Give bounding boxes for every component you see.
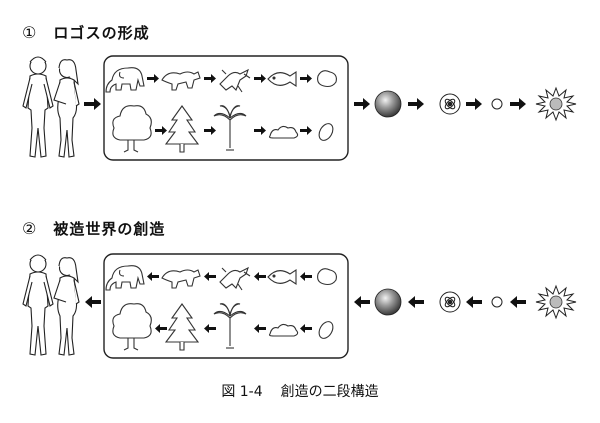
broadleaf-tree-icon — [112, 303, 152, 351]
broadleaf-tree-icon — [112, 105, 152, 153]
section1-number: ① — [22, 23, 38, 42]
arrow-right-icon — [510, 98, 526, 110]
palm-tree-icon — [213, 105, 247, 151]
arrow-right-icon — [254, 126, 266, 135]
arrow-right-icon — [466, 98, 482, 110]
human-couple-icon — [22, 254, 80, 356]
arrow-left-icon — [85, 296, 101, 308]
row1 — [22, 55, 577, 161]
arrow-right-icon — [300, 126, 312, 135]
arrow-left-icon — [510, 296, 526, 308]
arrow-left-icon — [147, 272, 159, 281]
arrow-left-icon — [408, 296, 424, 308]
lizard-icon — [219, 266, 251, 291]
atom-icon — [439, 93, 461, 115]
big-bang-icon — [535, 86, 577, 122]
arrow-left-icon — [204, 324, 216, 333]
atom-icon — [439, 291, 461, 313]
palm-tree-icon — [213, 303, 247, 349]
section2-title: 被造世界の創造 — [53, 220, 166, 238]
figure-caption: 図 1-4 創造の二段構造 — [0, 381, 600, 401]
creatures-box — [103, 55, 349, 161]
particle-icon — [491, 296, 503, 308]
figure-number: 図 1-4 — [221, 384, 263, 400]
arrow-left-icon — [300, 272, 312, 281]
section2-number: ② — [22, 219, 38, 238]
arrow-left-icon — [254, 272, 266, 281]
arrow-right-icon — [254, 74, 266, 83]
seed-icon — [318, 321, 334, 339]
arrow-left-icon — [300, 324, 312, 333]
cell-icon — [317, 268, 337, 286]
planet-icon — [374, 288, 402, 316]
section1-title: ロゴスの形成 — [53, 24, 150, 42]
arrow-right-icon — [147, 74, 159, 83]
elephant-icon — [105, 265, 145, 291]
big-bang-icon — [535, 284, 577, 320]
section2-heading: ② 被造世界の創造 — [22, 218, 165, 239]
arrow-right-icon — [84, 98, 101, 110]
arrow-left-icon — [354, 296, 370, 308]
moss-icon — [268, 323, 299, 337]
arrow-left-icon — [204, 272, 216, 281]
row2 — [22, 253, 577, 359]
arrow-right-icon — [155, 126, 167, 135]
fish-icon — [267, 70, 297, 88]
planet-icon — [374, 90, 402, 118]
fish-icon — [267, 268, 297, 286]
section1-heading: ① ロゴスの形成 — [22, 22, 150, 43]
seed-icon — [318, 123, 334, 141]
figure-title: 創造の二段構造 — [280, 384, 379, 400]
arrow-left-icon — [155, 324, 167, 333]
dinosaur-icon — [161, 269, 201, 289]
cell-icon — [317, 70, 337, 88]
conifer-tree-icon — [164, 105, 200, 153]
arrow-left-icon — [466, 296, 482, 308]
arrow-right-icon — [204, 74, 216, 83]
particle-icon — [491, 98, 503, 110]
dinosaur-icon — [161, 71, 201, 91]
conifer-tree-icon — [164, 303, 200, 351]
elephant-icon — [105, 67, 145, 93]
human-couple-icon — [22, 56, 80, 158]
moss-icon — [268, 125, 299, 139]
arrow-left-icon — [254, 324, 266, 333]
arrow-right-icon — [408, 98, 424, 110]
arrow-right-icon — [300, 74, 312, 83]
arrow-right-icon — [204, 126, 216, 135]
lizard-icon — [219, 68, 251, 93]
creatures-box — [103, 253, 349, 359]
arrow-right-icon — [354, 98, 370, 110]
